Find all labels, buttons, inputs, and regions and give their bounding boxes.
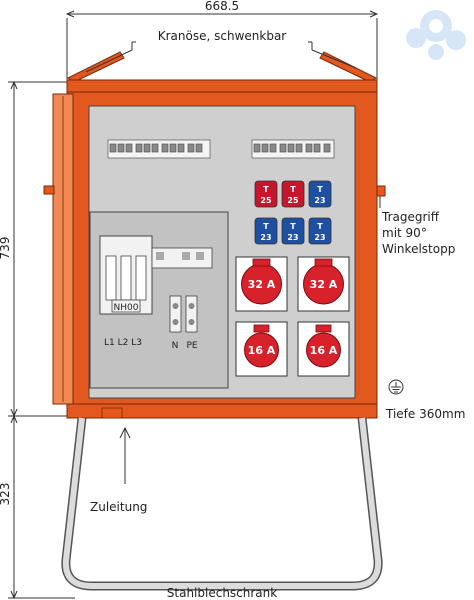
- svg-text:T: T: [317, 222, 323, 231]
- small-socket: T 25: [254, 180, 278, 208]
- pe-label: PE: [186, 341, 197, 351]
- breaker-row-right: [251, 139, 335, 159]
- cee-socket: 16 A: [297, 321, 350, 377]
- svg-text:16 A: 16 A: [248, 344, 276, 357]
- kranoese-label: Kranöse, schwenkbar: [158, 29, 287, 43]
- tragegriff-label-2: mit 90°: [382, 226, 427, 240]
- tiefe-label: Tiefe 360mm: [385, 407, 465, 421]
- neutral-label: N: [172, 341, 179, 351]
- fuse-label: NH00: [114, 303, 139, 313]
- dimension-height: [8, 80, 75, 600]
- svg-text:T: T: [290, 222, 296, 231]
- svg-text:25: 25: [287, 196, 299, 205]
- water-tap-logo-icon: [406, 10, 466, 60]
- fuse-panel: NH00 L1 L2 L3 N PE: [89, 211, 229, 389]
- svg-text:T: T: [263, 222, 269, 231]
- stand-frame: [61, 407, 383, 591]
- svg-text:32 A: 32 A: [310, 278, 338, 291]
- svg-text:23: 23: [314, 196, 325, 205]
- dimension-width: [65, 10, 379, 80]
- dimension-height-stand-label: 323: [0, 483, 12, 506]
- small-socket: T 23: [254, 217, 278, 245]
- cee-socket: 32 A: [297, 256, 350, 312]
- caption: Stahlblechschrank: [167, 586, 278, 600]
- phase-labels: L1 L2 L3: [104, 338, 142, 348]
- small-socket: T 23: [308, 217, 332, 245]
- kranoese-leader: [85, 41, 357, 73]
- cee-socket: 32 A: [235, 256, 288, 312]
- svg-text:T: T: [290, 185, 296, 194]
- ground-icon: [388, 379, 404, 395]
- dimension-width-label: 668.5: [205, 0, 239, 13]
- tragegriff-label-3: Winkelstopp: [382, 242, 455, 256]
- svg-text:32 A: 32 A: [248, 278, 276, 291]
- breaker-row-left: [107, 139, 211, 159]
- tragegriff-label-1: Tragegriff: [381, 210, 440, 224]
- svg-text:16 A: 16 A: [310, 344, 338, 357]
- small-socket: T 23: [308, 180, 332, 208]
- svg-text:T: T: [317, 185, 323, 194]
- cee-socket: 16 A: [235, 321, 288, 377]
- svg-text:25: 25: [260, 196, 272, 205]
- svg-text:23: 23: [314, 233, 325, 242]
- zuleitung-label: Zuleitung: [90, 500, 147, 514]
- zuleitung-arrow-icon: [119, 426, 131, 484]
- svg-text:23: 23: [287, 233, 298, 242]
- dimension-height-cabinet-label: 739: [0, 237, 12, 260]
- small-socket: T 25: [281, 180, 305, 208]
- small-socket: T 23: [281, 217, 305, 245]
- svg-text:T: T: [263, 185, 269, 194]
- svg-text:23: 23: [260, 233, 271, 242]
- small-socket-grid: T 25 T 25 T 23 T 23 T 23 T 23: [254, 180, 332, 245]
